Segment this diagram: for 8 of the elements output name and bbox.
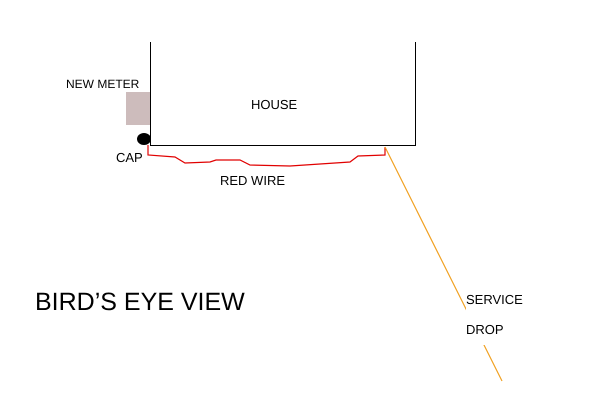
meter-shape [126,92,150,125]
node-label: NEW METER [66,77,140,91]
edge-label: RED WIRE [220,173,285,188]
cap-dot [137,133,151,145]
node-label: CAP [116,150,143,165]
wire-line [147,145,386,167]
house-outline [150,42,416,146]
house-label: HOUSE [251,97,298,112]
